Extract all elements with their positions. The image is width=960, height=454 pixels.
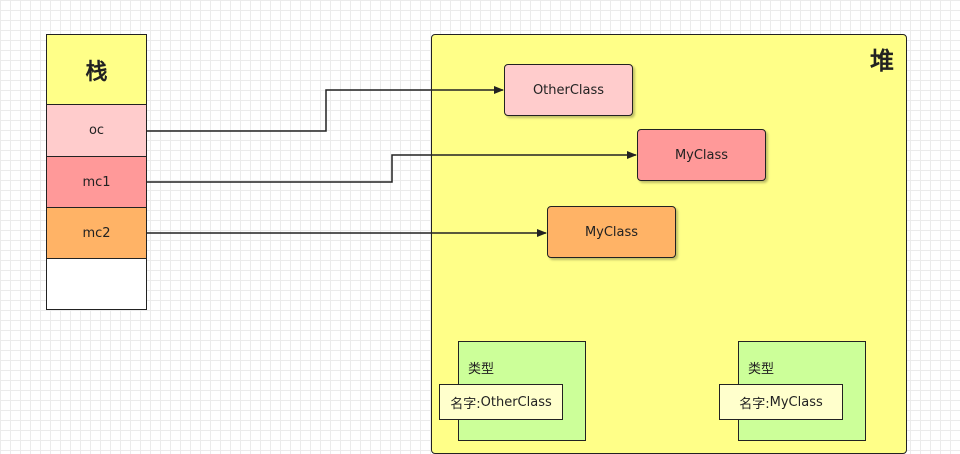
name-prefix: 名字: xyxy=(450,396,481,412)
heap-title: 堆 xyxy=(870,47,894,75)
stack-cell-mc1[interactable]: mc1 xyxy=(46,157,147,208)
name-value: OtherClass xyxy=(480,394,552,410)
arrow-mc1-to-myclass xyxy=(147,151,637,183)
class-name-box-myclass[interactable]: 名字:MyClass xyxy=(719,384,843,420)
name-value: MyClass xyxy=(769,394,823,410)
type-label: 类型 xyxy=(748,362,775,377)
stack-title: 栈 xyxy=(46,34,147,105)
stack-cell-mc2[interactable]: mc2 xyxy=(46,208,147,259)
class-name-box-otherclass[interactable]: 名字:OtherClass xyxy=(439,384,563,420)
stack-cell-empty[interactable] xyxy=(46,259,147,310)
reference-arrows xyxy=(147,86,637,237)
heap-object-myclass-1[interactable]: MyClass xyxy=(637,129,766,181)
type-label: 类型 xyxy=(468,362,495,377)
heap-object-myclass-2[interactable]: MyClass xyxy=(547,206,676,258)
heap-object-otherclass[interactable]: OtherClass xyxy=(504,64,633,116)
arrow-oc-to-otherclass xyxy=(147,86,504,132)
stack-cell-oc[interactable]: oc xyxy=(46,105,147,157)
name-prefix: 名字: xyxy=(739,396,770,412)
